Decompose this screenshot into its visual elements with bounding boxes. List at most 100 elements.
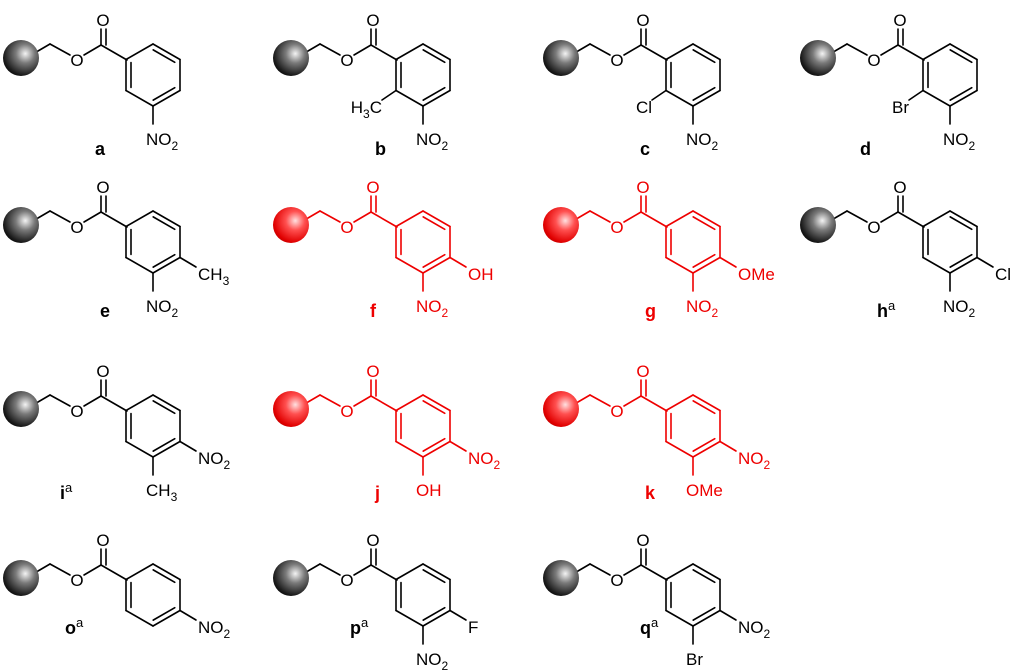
compound-label: b	[375, 139, 386, 159]
bond	[125, 440, 154, 458]
compound-label: a	[95, 139, 106, 159]
bond	[100, 211, 128, 228]
compound-label: qa	[640, 615, 659, 638]
bond	[152, 216, 176, 231]
bond	[692, 609, 721, 627]
ester-oxygen: O	[610, 51, 623, 70]
bond	[152, 43, 181, 61]
bond	[422, 49, 446, 64]
carbonyl-oxygen: O	[636, 362, 649, 381]
bond	[125, 394, 154, 412]
bond	[152, 609, 181, 627]
bond	[623, 44, 642, 56]
resin-bead-icon	[543, 391, 579, 427]
bond	[422, 43, 451, 61]
meta-substituent: NO2	[943, 297, 976, 320]
footnote-marker: a	[361, 615, 369, 630]
bond	[922, 210, 951, 228]
meta-substituent: Br	[686, 650, 703, 669]
bond	[370, 44, 398, 61]
bond	[922, 256, 951, 274]
para-substituent: NO2	[198, 618, 231, 641]
bond	[152, 569, 176, 584]
para-substituent: OMe	[738, 265, 775, 284]
bond	[692, 89, 721, 107]
bond	[422, 400, 446, 415]
bond	[125, 256, 154, 274]
compound-label: d	[860, 139, 871, 159]
compound-label: c	[640, 139, 650, 159]
bond	[692, 253, 716, 268]
bond	[353, 211, 372, 223]
footnote-marker: a	[651, 615, 659, 630]
bond	[319, 43, 341, 56]
meta-substituent: OH	[416, 481, 442, 500]
meta-substituent: NO2	[416, 297, 449, 320]
bond	[422, 606, 446, 621]
bond	[307, 563, 321, 572]
bond	[395, 394, 424, 412]
para-substituent: NO2	[738, 449, 771, 472]
resin-bead-icon	[800, 40, 836, 76]
meta-substituent: NO2	[416, 650, 449, 670]
bond	[422, 437, 446, 452]
ester-oxygen: O	[340, 51, 353, 70]
resin-bead-icon	[273, 560, 309, 596]
meta-substituent: NO2	[146, 297, 179, 320]
bond	[353, 44, 372, 56]
carbonyl-oxygen: O	[366, 178, 379, 197]
bond	[692, 49, 716, 64]
bond	[949, 210, 978, 228]
compound-label: g	[645, 301, 656, 321]
bond	[422, 440, 451, 458]
bond	[353, 564, 372, 576]
bond	[665, 563, 694, 581]
bond	[125, 210, 154, 228]
bond	[179, 609, 197, 621]
bond	[307, 43, 321, 52]
bond	[949, 89, 978, 107]
bond	[719, 256, 737, 268]
meta-substituent: NO2	[686, 130, 719, 153]
resin-bead-icon	[273, 40, 309, 76]
carbonyl-oxygen: O	[366, 11, 379, 30]
bond	[422, 253, 446, 268]
bond	[692, 43, 721, 61]
bond	[692, 563, 721, 581]
carbonyl-oxygen: O	[366, 531, 379, 550]
bond	[37, 563, 51, 572]
ester-oxygen: O	[610, 402, 623, 421]
bond	[422, 216, 446, 231]
para-substituent: NO2	[468, 449, 501, 472]
ester-oxygen: O	[70, 571, 83, 590]
compound-label: oa	[65, 615, 84, 638]
bond	[100, 44, 128, 61]
bond	[908, 89, 924, 101]
bond	[319, 394, 341, 407]
bond	[49, 210, 71, 223]
ester-oxygen: O	[340, 218, 353, 237]
bond	[152, 210, 181, 228]
bond	[422, 394, 451, 412]
bond	[152, 253, 176, 268]
carbonyl-oxygen: O	[636, 11, 649, 30]
bond	[640, 395, 668, 412]
footnote-marker: a	[76, 615, 84, 630]
bond	[589, 563, 611, 576]
resin-bead-icon	[543, 560, 579, 596]
bond	[692, 437, 716, 452]
footnote-marker: a	[888, 298, 896, 313]
bond	[152, 437, 176, 452]
bond	[665, 89, 694, 107]
carbonyl-oxygen: O	[636, 531, 649, 550]
bond	[395, 210, 424, 228]
ortho-substituent: Br	[892, 98, 909, 117]
bond	[49, 43, 71, 56]
bond	[152, 394, 181, 412]
bond	[370, 564, 398, 581]
bond	[395, 609, 424, 627]
